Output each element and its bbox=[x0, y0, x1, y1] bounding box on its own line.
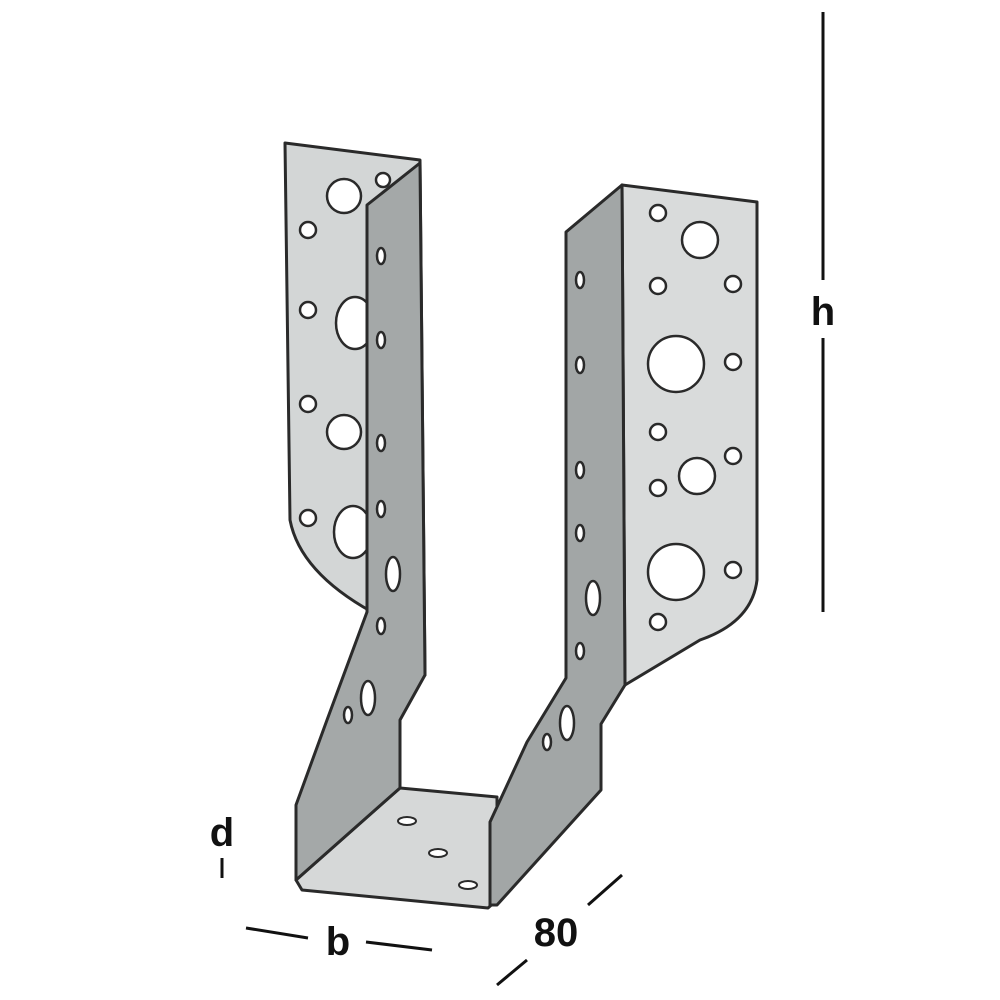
flange-dimension-line-bottom bbox=[496, 958, 528, 987]
side-hole bbox=[574, 641, 586, 661]
seat-plate bbox=[294, 786, 499, 910]
nail-hole-small bbox=[648, 203, 668, 223]
side-hole bbox=[375, 499, 387, 519]
side-hole bbox=[375, 616, 387, 636]
right-flange bbox=[620, 183, 759, 687]
side-slot bbox=[359, 679, 377, 717]
nail-hole-large bbox=[646, 542, 706, 602]
seat-hole bbox=[397, 816, 417, 826]
side-slot bbox=[384, 555, 402, 593]
depth-label: d bbox=[210, 811, 234, 855]
nail-hole-large bbox=[325, 177, 363, 215]
side-hole bbox=[574, 270, 586, 290]
seat-hole bbox=[428, 848, 448, 858]
width-dimension: b bbox=[245, 920, 433, 964]
height-dimension: h bbox=[811, 12, 835, 612]
nail-hole-small bbox=[648, 612, 668, 632]
nail-hole-small bbox=[648, 478, 668, 498]
side-slot bbox=[558, 704, 576, 742]
flange-length-dimension: 80 bbox=[496, 873, 623, 987]
side-hole bbox=[574, 460, 586, 480]
side-hole bbox=[541, 732, 553, 752]
width-label: b bbox=[326, 920, 350, 964]
width-dimension-line-right bbox=[365, 940, 433, 952]
nail-hole-small bbox=[723, 352, 743, 372]
width-dimension-line-left bbox=[245, 926, 309, 940]
nail-hole-large bbox=[646, 334, 706, 394]
nail-hole-small bbox=[374, 171, 392, 189]
nail-hole-small bbox=[648, 422, 668, 442]
side-hole bbox=[574, 523, 586, 543]
nail-hole-small bbox=[298, 508, 318, 528]
right-side-wall bbox=[488, 183, 627, 907]
nail-hole-small bbox=[298, 220, 318, 240]
left-side-wall bbox=[294, 161, 427, 882]
height-label: h bbox=[811, 290, 835, 334]
nail-hole-small bbox=[648, 276, 668, 296]
nail-hole-small bbox=[723, 560, 743, 580]
side-hole bbox=[375, 330, 387, 350]
side-hole bbox=[375, 246, 387, 266]
nail-hole-large bbox=[677, 456, 717, 496]
depth-dimension: d bbox=[210, 811, 234, 878]
seat-hole bbox=[458, 880, 478, 890]
nail-hole-small bbox=[723, 274, 743, 294]
nail-hole-small bbox=[298, 394, 318, 414]
side-hole bbox=[574, 355, 586, 375]
flange-dimension-line-top bbox=[587, 873, 623, 907]
nail-hole-large bbox=[680, 220, 720, 260]
flange-length-label: 80 bbox=[534, 911, 579, 955]
nail-hole-large bbox=[325, 413, 363, 451]
nail-hole-small bbox=[298, 300, 318, 320]
nail-hole-small bbox=[723, 446, 743, 466]
side-hole bbox=[375, 433, 387, 453]
side-hole bbox=[342, 705, 354, 725]
side-slot bbox=[584, 579, 602, 617]
